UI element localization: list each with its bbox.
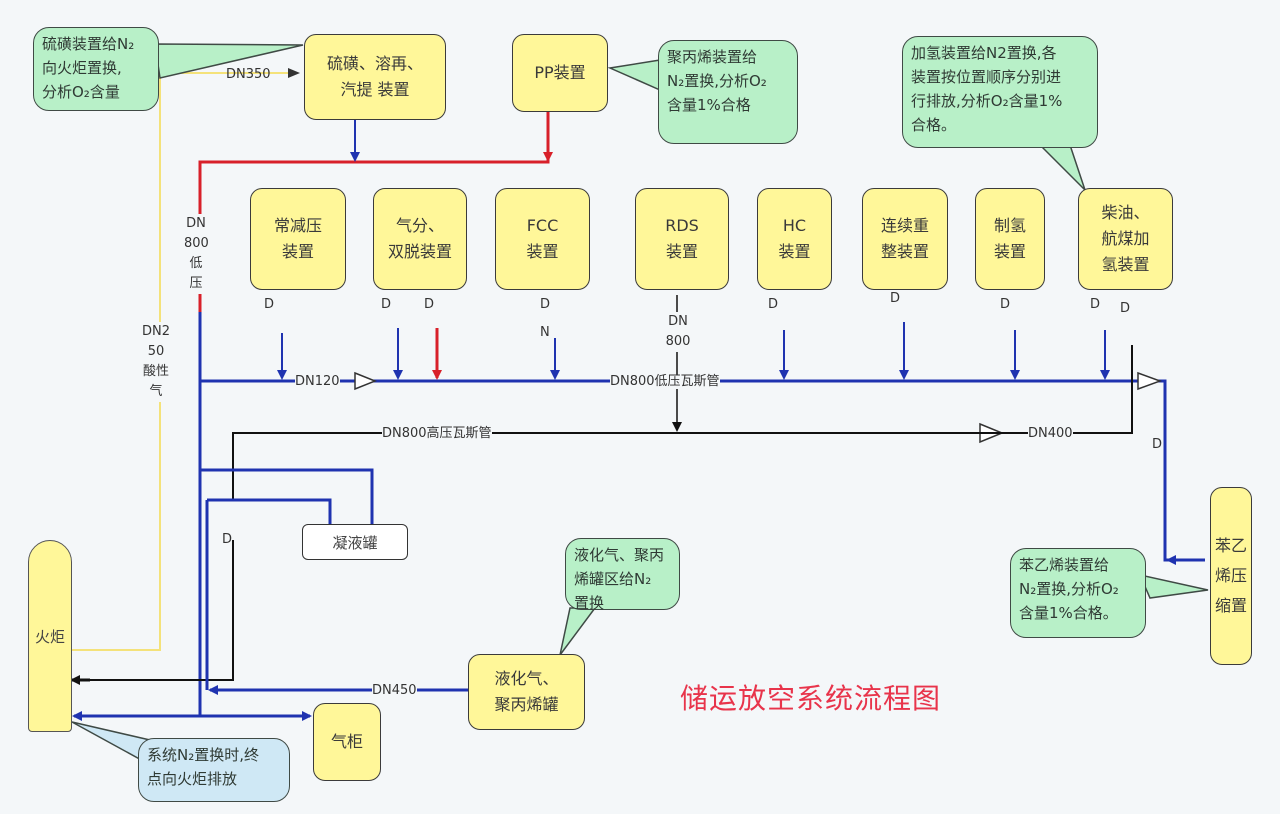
diagram-title: 储运放空系统流程图	[680, 682, 942, 715]
acid-gas-line	[72, 72, 295, 651]
label-n-fcc: N	[540, 325, 550, 340]
unit-diesel: 柴油、 航煤加 氢装置	[1078, 188, 1173, 290]
unit-hydrogen: 制氢 装置	[975, 188, 1045, 290]
label-rds-dn: DN 800	[664, 312, 692, 352]
knockout-tank: 凝液罐	[302, 524, 408, 560]
label-dn800-low: DN800低压瓦斯管	[610, 374, 720, 389]
label-dn450: DN450	[372, 683, 417, 698]
label-dn800-high: DN800高压瓦斯管	[382, 426, 492, 441]
label-d-benzene: D	[1152, 437, 1163, 452]
callout-tail-c4	[1138, 573, 1209, 599]
unit-pp: PP装置	[512, 34, 608, 112]
unit-fcc: FCC 装置	[495, 188, 590, 290]
label-d-gas1: D	[381, 297, 392, 312]
unit-rds: RDS 装置	[635, 188, 729, 290]
callout-desulfur: 硫磺装置给N₂ 向火炬置换, 分析O₂含量	[33, 27, 159, 111]
unit-reform: 连续重 整装置	[862, 188, 948, 290]
label-dn350: DN350	[226, 67, 271, 82]
callout-tail-c3	[1038, 144, 1086, 191]
unit-gas-sep: 气分、 双脱装置	[373, 188, 467, 290]
label-d-diesel2: D	[1120, 301, 1131, 316]
callout-hydro: 加氢装置给N2置换,各 装置按位置顺序分别进 行排放,分析O₂含量1% 合格。	[902, 36, 1098, 148]
unit-desulfur: 硫磺、溶再、 汽提 装置	[304, 34, 446, 120]
unit-benzene: 苯乙 烯压 缩置	[1210, 487, 1252, 665]
callout-system: 系统N₂置换时,终 点向火炬排放	[138, 738, 290, 802]
label-dn400: DN400	[1028, 426, 1073, 441]
callout-tail-c2	[607, 59, 661, 92]
label-d-reform: D	[890, 291, 901, 306]
callout-pp: 聚丙烯装置给 N₂置换,分析O₂ 含量1%合格	[658, 40, 798, 144]
label-d-atm: D	[264, 297, 275, 312]
label-dn250: DN2 50 酸性 气	[136, 322, 176, 402]
label-d-diesel1: D	[1090, 297, 1101, 312]
valve-1	[354, 371, 378, 391]
flare-stack: 火炬	[28, 540, 72, 732]
label-d-hydrogen: D	[1000, 297, 1011, 312]
valve-2	[1137, 371, 1163, 391]
callout-benzene: 苯乙烯装置给 N₂置换,分析O₂ 含量1%合格。	[1010, 548, 1146, 638]
unit-hc: HC 装置	[757, 188, 832, 290]
high-pressure-header	[232, 345, 1133, 500]
label-dn800-vertical: DN 800 低 压	[184, 214, 209, 294]
acid-gas-arrow	[288, 68, 300, 78]
unit-atm: 常减压 装置	[250, 188, 346, 290]
callout-tail-c5	[559, 607, 597, 656]
label-d-fcc: D	[540, 297, 551, 312]
unit-gasholder: 气柜	[313, 703, 381, 781]
label-d-loop: D	[222, 532, 233, 547]
unit-lpg-tank: 液化气、 聚丙烯罐	[468, 654, 585, 730]
label-d-gas2: D	[424, 297, 435, 312]
label-dn120: DN120	[295, 374, 340, 389]
label-d-hc: D	[768, 297, 779, 312]
callout-lpg: 液化气、聚丙 烯罐区给N₂ 置换	[565, 538, 680, 612]
